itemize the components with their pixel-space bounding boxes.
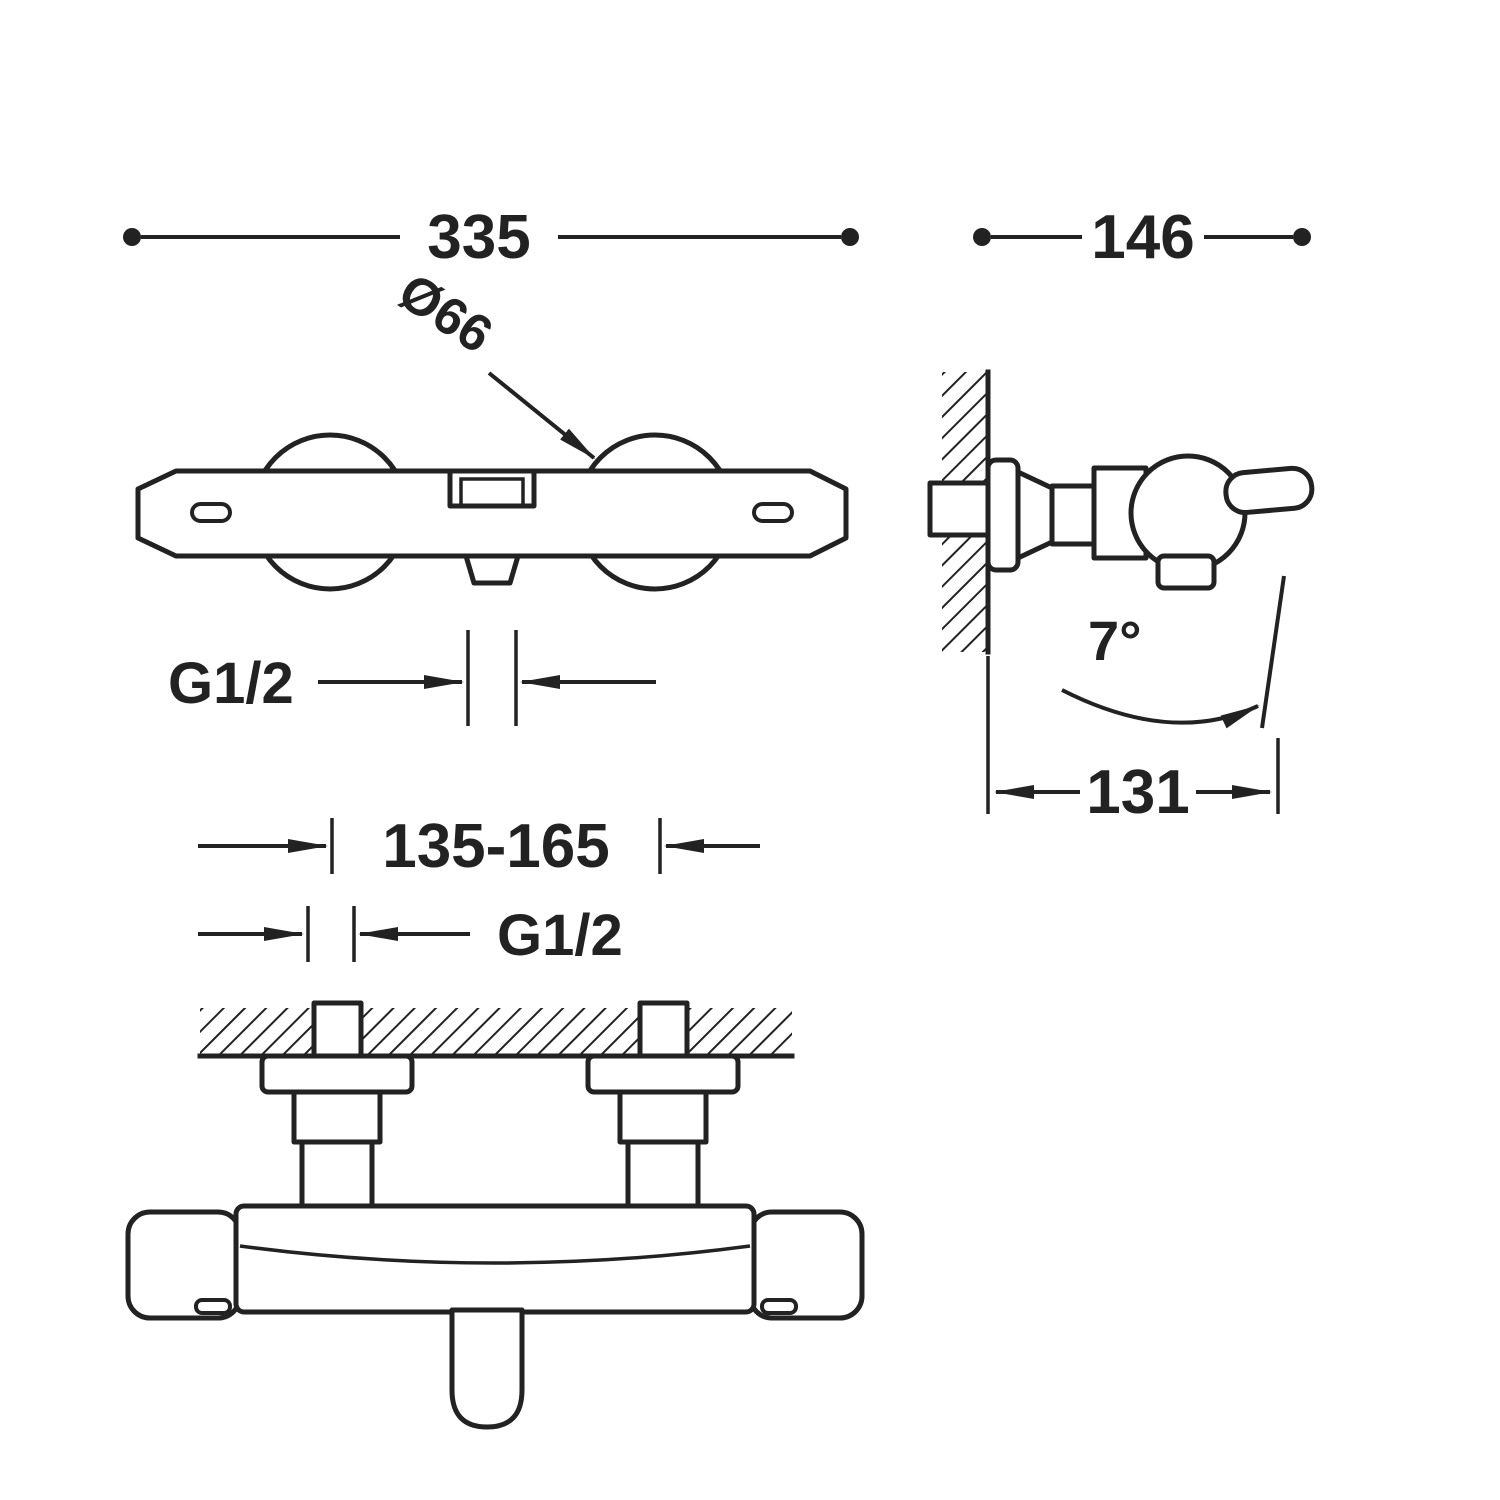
right-neck [625,1139,701,1211]
mixer-body-front [135,468,849,559]
handle-side [1128,453,1248,573]
tilt-reference-line [1260,575,1286,729]
dim-146-dot-right [1293,228,1311,246]
escutcheon-side [985,457,1021,573]
side-view: 146 7° 131 [927,203,1315,827]
lever-group [1223,465,1315,516]
dim-spout-connection: G1/2 [168,630,656,726]
inlet-g12-label: G1/2 [497,903,623,968]
inwall-fitting [927,480,991,538]
right-stem [617,1089,709,1145]
dim-335-dot-right [841,228,859,246]
right-end-slot [752,502,794,523]
left-cap-slot [194,1298,232,1315]
angle-label: 7° [1088,609,1142,672]
dia66-label: Ø66 [388,263,502,365]
right-inlet-union [637,1000,690,1059]
dim-handle-diameter: Ø66 [388,263,596,460]
dia66-leader-arrow [487,371,596,460]
mixer-body-plan [233,1203,757,1315]
spout-plan [449,1307,525,1430]
outlet-side [1155,553,1217,591]
right-cap-slot [760,1298,798,1315]
dim-overall-depth: 146 [973,203,1311,272]
plan-view [125,1000,865,1430]
left-end-slot [190,502,232,523]
right-flange [585,1053,741,1095]
dim-335-dot-left [123,228,141,246]
stem-side [1049,483,1097,547]
dim-outlet-angle: 7° [1061,575,1286,729]
left-inlet-union [311,1000,364,1059]
front-view: 335 Ø66 G1/2 135-165 [123,203,859,968]
body-contour-line [239,1244,751,1265]
spout-outlet-front [463,553,521,586]
dim-335-label: 335 [427,203,530,272]
wall-hatch-plan [200,1008,792,1056]
left-flange [259,1053,415,1095]
dim-overall-width: 335 [123,203,859,272]
dim-wall-to-outlet: 131 [986,656,1280,827]
dim-146-label: 146 [1091,203,1194,272]
dim-inlet-connection: G1/2 [198,903,623,968]
dim-131-label: 131 [1086,758,1189,827]
spout-g12-label: G1/2 [168,651,294,716]
left-neck [299,1139,375,1211]
taper-side [1015,469,1055,561]
dim-inlet-centers: 135-165 [198,812,760,881]
inlet-centers-label: 135-165 [382,812,610,881]
lever-handle [1223,465,1315,516]
dim-146-dot-left [973,228,991,246]
left-stem [291,1089,383,1145]
center-window-inner [459,477,525,508]
angle-arc [1061,688,1260,729]
